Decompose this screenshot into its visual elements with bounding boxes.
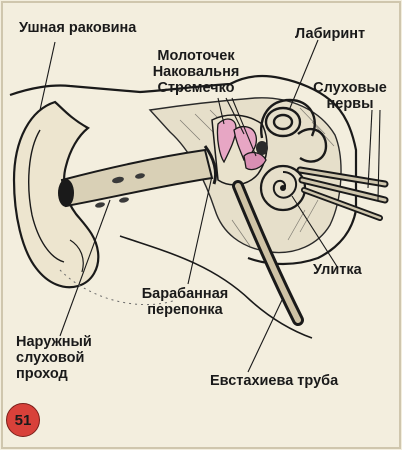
- label-eardrum: Барабанная перепонка: [126, 286, 244, 318]
- label-ossicles: Молоточек Наковальня Стремечко: [146, 48, 246, 96]
- stapes: [243, 151, 267, 171]
- label-incus: Наковальня: [152, 64, 240, 80]
- label-ear-canal: Наружный слуховой проход: [16, 334, 92, 382]
- ossicles: [216, 118, 268, 171]
- jaw-contour: [119, 235, 313, 339]
- leader-lines: [39, 39, 381, 373]
- label-eardrum-line1: Барабанная: [141, 286, 229, 302]
- canal-hairs: [95, 173, 145, 208]
- label-auditory-nerves: Слуховые нервы: [304, 80, 396, 112]
- ear-canal-opening: [58, 179, 74, 207]
- oval-window: [256, 141, 268, 155]
- auricle: [12, 100, 100, 289]
- label-stapes: Стремечко: [157, 80, 235, 96]
- label-auditory-nerves-line1: Слуховые: [313, 80, 387, 96]
- auricle-lobe-fold: [69, 239, 84, 273]
- label-cochlea: Улитка: [313, 262, 362, 278]
- skull-outline: [9, 74, 358, 266]
- label-labyrinth: Лабиринт: [295, 26, 366, 42]
- labyrinth: [260, 98, 328, 163]
- label-eardrum-line2: перепонка: [147, 302, 223, 318]
- page-number: 51: [14, 411, 32, 429]
- malleus: [216, 118, 237, 164]
- label-ear-canal-line2: слуховой: [16, 350, 85, 366]
- label-ear-canal-line3: проход: [16, 366, 68, 382]
- page-number-badge: 51: [6, 403, 40, 437]
- auditory-nerves: [296, 166, 389, 221]
- label-auricle: Ушная раковина: [19, 20, 137, 36]
- eustachian-tube: [232, 180, 304, 326]
- label-malleus: Молоточек: [157, 48, 235, 64]
- auricle-inner-fold: [28, 129, 65, 263]
- label-eustachian-tube: Евстахиева труба: [210, 373, 339, 389]
- eardrum: [203, 145, 218, 185]
- label-auditory-nerves-line2: нервы: [326, 96, 374, 112]
- label-ear-canal-line1: Наружный: [16, 334, 92, 350]
